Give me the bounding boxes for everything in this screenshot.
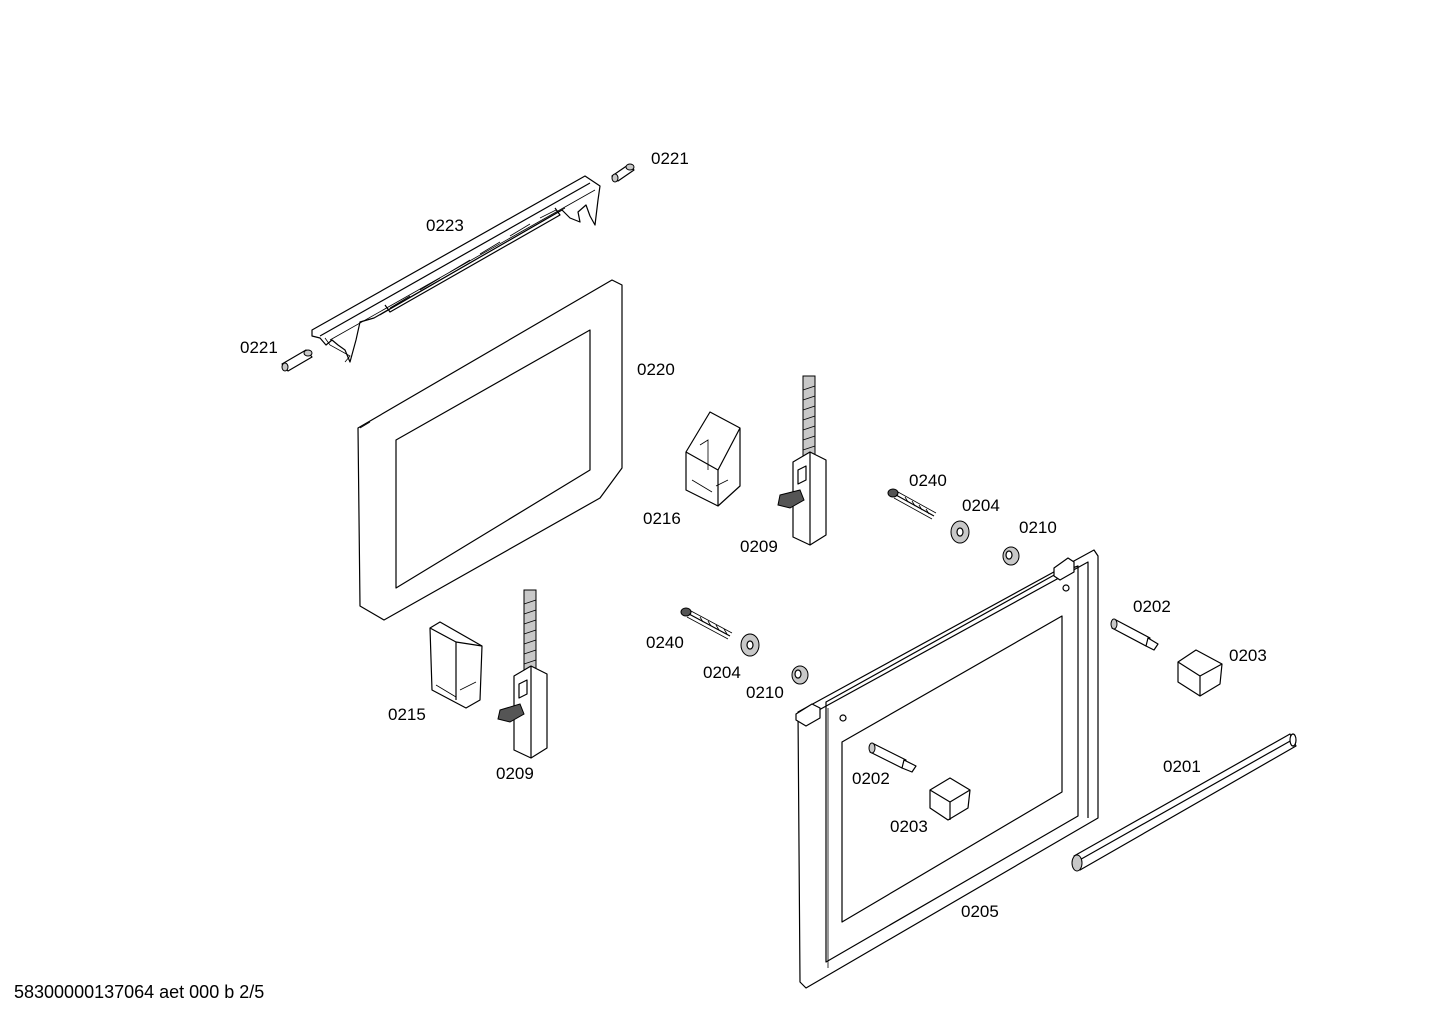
- label-0240-upper: 0240: [909, 471, 947, 490]
- part-0221-pin-top[interactable]: [611, 163, 635, 183]
- part-0216-hinge-bracket[interactable]: [685, 411, 741, 507]
- part-0210-bushing-upper[interactable]: [1002, 546, 1020, 566]
- part-0202-pin-right[interactable]: [1110, 618, 1159, 651]
- part-0203-block-right[interactable]: [1177, 649, 1223, 697]
- label-0216: 0216: [643, 509, 681, 528]
- label-0209-lower: 0209: [496, 764, 534, 783]
- label-0202-inner: 0202: [852, 769, 890, 788]
- part-0220-inner-glass[interactable]: [357, 279, 623, 621]
- label-0240-lower: 0240: [646, 633, 684, 652]
- label-0203-inner: 0203: [890, 817, 928, 836]
- label-0202-right: 0202: [1133, 597, 1171, 616]
- label-0210-lower: 0210: [746, 683, 784, 702]
- label-0220: 0220: [637, 360, 675, 379]
- part-0221-pin-left[interactable]: [281, 349, 313, 372]
- part-0203-block-inner[interactable]: [929, 777, 971, 821]
- part-0209-hinge-upper[interactable]: [777, 375, 827, 546]
- label-0221-top: 0221: [651, 149, 689, 168]
- label-0205: 0205: [961, 902, 999, 921]
- part-0204-washer-upper[interactable]: [950, 520, 970, 544]
- part-0209-hinge-lower[interactable]: [497, 589, 548, 759]
- label-0209-upper: 0209: [740, 537, 778, 556]
- label-0204-upper: 0204: [962, 496, 1000, 515]
- document-footer-id: 58300000137064 aet 000 b 2/5: [14, 982, 265, 1002]
- part-0204-washer-lower[interactable]: [740, 633, 760, 657]
- part-0205-outer-door-panel[interactable]: [795, 549, 1099, 989]
- label-0210-upper: 0210: [1019, 518, 1057, 537]
- part-0210-bushing-lower[interactable]: [791, 665, 809, 685]
- part-0201-handle-bar[interactable]: [1071, 733, 1297, 872]
- part-0240-screw-lower[interactable]: [680, 607, 733, 640]
- part-0240-screw-upper[interactable]: [887, 488, 937, 520]
- label-0203-right: 0203: [1229, 646, 1267, 665]
- part-0215-hinge-bracket[interactable]: [429, 621, 483, 709]
- label-0201: 0201: [1163, 757, 1201, 776]
- label-0221-left: 0221: [240, 338, 278, 357]
- label-0215: 0215: [388, 705, 426, 724]
- part-0202-pin-inner[interactable]: [868, 742, 917, 773]
- label-0204-lower: 0204: [703, 663, 741, 682]
- part-0223-top-rail[interactable]: [311, 175, 601, 363]
- label-0223: 0223: [426, 216, 464, 235]
